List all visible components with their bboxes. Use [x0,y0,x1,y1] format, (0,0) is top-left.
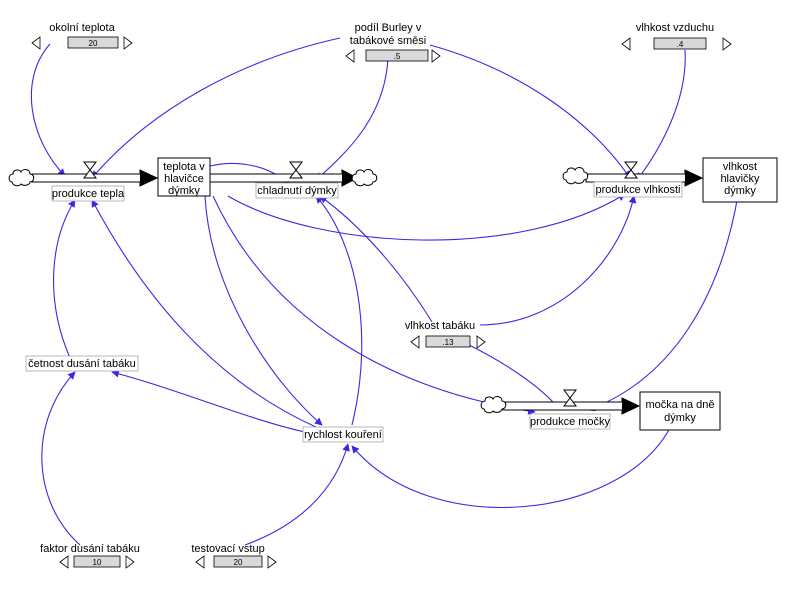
aux-rychlost[interactable]: rychlost kouření [302,426,384,443]
link-faktor-to-cetnost [41,371,81,546]
cloud-source-produkce-tepla-icon [8,169,35,187]
stock-mocka[interactable]: močka na dně dýmky [639,391,721,431]
param-okolni-teplota[interactable]: okolní teplota 20 [31,22,133,50]
stock-label-teplota-1: teplota v [163,161,205,173]
link-cetnost-to-produkce-tepla [53,199,76,359]
param-value-vlhkost-tabaku: .13 [442,338,454,347]
link-teplota-to-produkce-vlhkosti [227,193,626,241]
flow-produkce-tepla[interactable]: produkce tepla [51,185,125,202]
aux-label-rychlost: rychlost kouření [304,429,382,441]
cloud-source-produkce-mocky-icon [480,396,507,414]
link-podil-to-produkce-tepla [91,37,341,179]
stock-label-mocka-2: dýmky [664,412,696,424]
causal-links [30,37,739,546]
stock-label-teplota-2: hlavičce [164,173,204,185]
param-value-testovaci-vstup: 20 [234,558,243,567]
flow-produkce-mocky[interactable]: produkce močky [529,413,611,430]
param-value-faktor-dusani: 10 [93,558,102,567]
flow-label-produkce-mocky: produkce močky [530,416,611,428]
link-vlhkost-hlavicky-to-produkce-mocky [587,194,739,412]
flow-label-chladnuti: chladnutí dýmky [257,185,337,197]
flow-produkce-vlhkosti[interactable]: produkce vlhkosti [593,181,683,198]
valve-produkce-vlhkosti-icon[interactable] [624,161,638,179]
link-podil-to-produkce-vlhkosti [429,44,631,179]
valve-chladnuti-icon[interactable] [289,161,303,179]
link-vlhkost-tabaku-to-chladnuti [319,195,433,323]
stock-label-vlhkost-hlavicky-2: hlavičky [720,173,760,185]
link-vlhkost-tabaku-to-produkce-mocky [464,342,561,411]
clouds [8,167,589,414]
stock-label-vlhkost-hlavicky-3: dýmky [724,185,756,197]
link-rychlost-to-cetnost [111,370,306,433]
valve-produkce-tepla-icon[interactable] [83,161,97,179]
param-label-vlhkost-tabaku: vlhkost tabáku [405,320,475,332]
stock-teplota[interactable]: teplota v hlavičce dýmky [157,157,211,197]
flow-label-produkce-tepla: produkce tepla [52,188,125,200]
param-podil-burley[interactable]: podíl Burley v tabákové směsi .5 [345,22,441,63]
param-vlhkost-tabaku[interactable]: vlhkost tabáku .13 [405,320,486,349]
param-label-podil-burley-2: tabákové směsi [350,35,426,47]
link-vlhkost-vzduchu-to-produkce-vlhkosti [636,49,686,181]
param-label-faktor-dusani: faktor dusání tabáku [40,543,140,555]
param-testovaci-vstup[interactable]: testovací vstup 20 [191,543,277,569]
link-rychlost-to-produkce-tepla [91,199,319,429]
link-vlhkost-tabaku-to-produkce-vlhkosti [479,195,637,326]
flow-chladnuti[interactable]: chladnutí dýmky [255,182,339,199]
flow-arrowhead-chladnuti [342,170,357,186]
flow-label-produkce-vlhkosti: produkce vlhkosti [596,184,681,196]
param-label-vlhkost-vzduchu: vlhkost vzduchu [636,22,714,34]
param-vlhkost-vzduchu[interactable]: vlhkost vzduchu .4 [621,22,732,51]
aux-cetnost[interactable]: četnost dusání tabáku [25,355,139,372]
param-value-podil-burley: .5 [394,52,401,61]
flow-arrowhead-produkce-mocky [622,398,639,414]
param-label-okolni-teplota: okolní teplota [49,22,115,34]
stock-label-vlhkost-hlavicky-1: vlhkost [723,161,757,173]
link-testovaci-to-rychlost [244,443,350,546]
aux-label-cetnost: četnost dusání tabáku [28,358,136,370]
link-teplota-to-rychlost [204,195,323,426]
param-faktor-dusani[interactable]: faktor dusání tabáku 10 [40,543,140,569]
param-label-podil-burley-1: podíl Burley v [355,22,422,34]
flow-arrowhead-produkce-vlhkosti [685,170,702,186]
param-value-vlhkost-vzduchu: .4 [677,40,684,49]
stock-vlhkost-hlavicky[interactable]: vlhkost hlavičky dýmky [702,157,778,203]
link-okolni-to-produkce-tepla [30,43,66,177]
link-rychlost-to-chladnuti [315,195,363,426]
flow-arrowhead-produkce-tepla [140,170,157,186]
stock-label-mocka-1: močka na dně [645,399,714,411]
stock-label-teplota-3: dýmky [168,185,200,197]
cloud-sink-chladnuti-icon [351,169,378,187]
link-mocka-to-rychlost [351,427,671,508]
link-podil-to-chladnuti [315,57,389,181]
valves [83,161,638,407]
param-label-testovaci-vstup: testovací vstup [191,543,264,555]
link-teplota-to-produkce-mocky [212,195,536,415]
param-value-okolni-teplota: 20 [89,39,98,48]
cloud-source-produkce-vlhkosti-icon [562,167,589,185]
valve-produkce-mocky-icon[interactable] [563,389,577,407]
